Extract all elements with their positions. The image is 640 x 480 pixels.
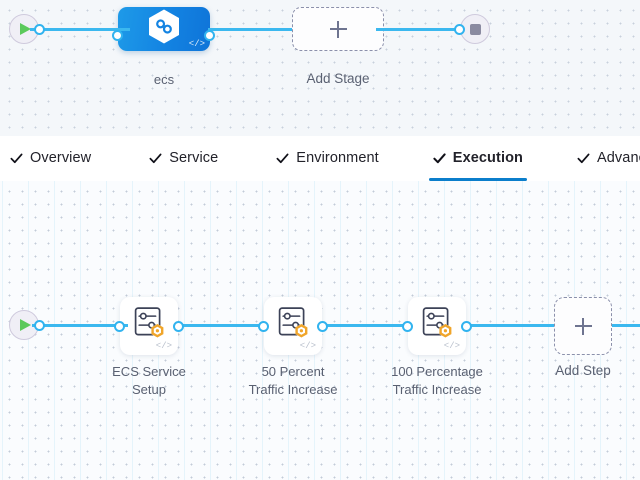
check-icon: [149, 153, 162, 163]
tab-execution[interactable]: Execution: [417, 136, 539, 181]
stage-config-tabs: Overview Service Environment Execution A: [0, 136, 640, 181]
hexagon-infinity-icon: [147, 9, 181, 50]
tab-advanced[interactable]: Advance: [561, 136, 640, 181]
orange-hexagon-icon: [439, 323, 452, 338]
wire-stage-to-addstage: [208, 28, 292, 31]
stage-input-port[interactable]: [112, 30, 123, 41]
tab-overview-label: Overview: [30, 150, 92, 166]
orange-hexagon-icon: [295, 323, 308, 338]
step-card[interactable]: </>: [120, 297, 178, 355]
sliders-icon: [277, 306, 309, 345]
tab-execution-label: Execution: [452, 150, 523, 166]
execution-steps-canvas[interactable]: </> ECS Service Setup: [0, 181, 640, 480]
tab-overview[interactable]: Overview: [0, 136, 107, 181]
wire-addstage-to-end: [376, 28, 462, 31]
end-input-port[interactable]: [454, 24, 465, 35]
add-step-card[interactable]: [554, 297, 612, 355]
start-circle: [9, 14, 39, 44]
step-card[interactable]: </>: [264, 297, 322, 355]
step1-input-port[interactable]: [114, 321, 125, 332]
play-icon: [20, 319, 31, 331]
tab-service[interactable]: Service: [133, 136, 234, 181]
wire-step2-to-step3: [324, 324, 408, 327]
step-label: 50 Percent Traffic Increase: [248, 364, 338, 397]
step-card[interactable]: </>: [408, 297, 466, 355]
stop-icon: [469, 23, 481, 35]
step2-output-port[interactable]: [317, 321, 328, 332]
step2-input-port[interactable]: [258, 321, 269, 332]
add-stage-label: Add Stage: [306, 71, 370, 86]
orange-hexagon-icon: [151, 323, 164, 338]
stage-canvas[interactable]: </> ecs Add Stage: [0, 0, 640, 136]
plus-icon: [329, 20, 347, 38]
wire-start-to-step1: [32, 324, 128, 327]
start-output-port[interactable]: [34, 24, 45, 35]
tab-advanced-label: Advance: [597, 150, 640, 166]
check-icon: [10, 153, 23, 163]
wire-start-to-stage: [30, 28, 130, 31]
add-stage-card[interactable]: [292, 7, 384, 51]
check-icon: [433, 152, 446, 163]
add-step-label: Add Step: [555, 363, 611, 378]
play-icon: [20, 23, 31, 35]
stage-end-node[interactable]: [454, 14, 490, 44]
code-badge-icon: </>: [443, 341, 460, 351]
step-label: 100 Percentage Traffic Increase: [391, 364, 483, 397]
code-badge-icon: </>: [155, 341, 172, 351]
tab-service-label: Service: [169, 150, 219, 166]
wire-step3-to-addstep: [468, 324, 554, 327]
code-badge-icon: </>: [299, 341, 316, 351]
tab-environment-label: Environment: [296, 150, 379, 166]
step3-input-port[interactable]: [402, 321, 413, 332]
wire-step1-to-step2: [180, 324, 264, 327]
stage-output-port[interactable]: [204, 30, 215, 41]
stage-label: ecs: [153, 72, 175, 87]
stage-start-node[interactable]: [9, 14, 45, 44]
code-badge-icon: </>: [188, 39, 205, 49]
stage-card[interactable]: </>: [118, 7, 210, 51]
step-start-node[interactable]: [9, 310, 45, 340]
tab-environment[interactable]: Environment: [260, 136, 395, 181]
step3-output-port[interactable]: [461, 321, 472, 332]
check-icon: [577, 153, 590, 163]
check-icon: [276, 153, 289, 163]
step-label: ECS Service Setup: [112, 364, 186, 397]
wire-addstep-to-right: [612, 324, 640, 327]
plus-icon: [574, 317, 592, 335]
step1-output-port[interactable]: [173, 321, 184, 332]
step-start-output-port[interactable]: [34, 320, 45, 331]
sliders-icon: [421, 306, 453, 345]
sliders-icon: [133, 306, 165, 345]
